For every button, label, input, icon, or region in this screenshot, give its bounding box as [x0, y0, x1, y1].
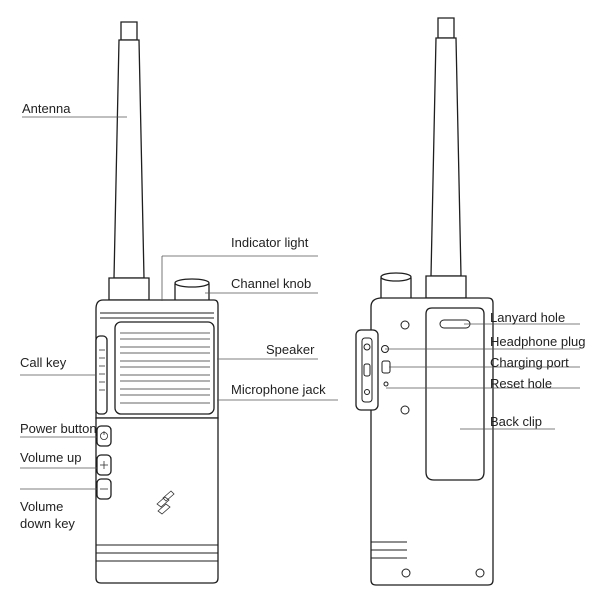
label-speaker: Speaker — [266, 342, 315, 357]
back-knob — [380, 272, 412, 301]
front-speaker — [114, 321, 215, 415]
back-antenna — [425, 17, 467, 299]
label-reset-hole: Reset hole — [490, 376, 553, 391]
front-lower-body — [95, 417, 219, 584]
front-radio — [95, 21, 219, 584]
label-back-clip: Back clip — [490, 414, 543, 429]
front-call-key — [95, 335, 108, 415]
front-logo — [156, 490, 175, 515]
front-speaker-grille — [120, 332, 210, 404]
label-channel-knob: Channel knob — [231, 276, 312, 291]
back-radio — [355, 17, 494, 586]
label-antenna: Antenna — [22, 101, 71, 116]
label-headphone-plug: Headphone plug — [490, 334, 586, 349]
front-power-button — [96, 425, 112, 447]
label-microphone-jack: Microphone jack — [231, 382, 326, 397]
front-volume-up-button — [96, 454, 112, 476]
front-channel-knob — [174, 278, 210, 305]
front-volume-down-button — [96, 478, 112, 500]
label-call-key: Call key — [20, 355, 67, 370]
back-side-port-cover — [355, 329, 379, 411]
leader-lines — [20, 116, 580, 490]
label-power-button: Power button — [20, 421, 97, 436]
label-charging-port: Charging port — [490, 355, 569, 370]
label-volume-down-key: Volume down key — [20, 499, 75, 531]
back-clip — [425, 307, 485, 481]
label-lanyard-hole: Lanyard hole — [490, 310, 566, 325]
front-antenna — [108, 21, 150, 301]
back-reset-hole — [383, 381, 389, 387]
label-indicator-light: Indicator light — [231, 235, 309, 250]
label-volume-up: Volume up — [20, 450, 82, 465]
